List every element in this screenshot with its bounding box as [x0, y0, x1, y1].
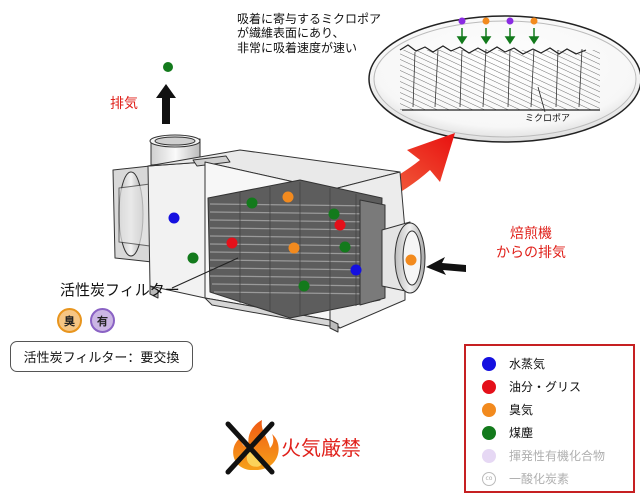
lavender-dot-icon: [482, 448, 496, 463]
legend-label: 一酸化炭素: [509, 472, 570, 486]
caption-line-1: 吸着に寄与するミクロポア: [237, 12, 382, 26]
organic-compound-badge: 有: [90, 308, 115, 333]
caption-line-2: が繊維表面にあり、: [237, 26, 345, 41]
green-dot-icon: [482, 425, 496, 440]
legend-label: 揮発性有機化合物: [509, 449, 606, 463]
legend-label: 臭気: [509, 403, 534, 417]
legend-item-odor: 臭気: [482, 398, 633, 421]
legend-item-water-vapor: 水蒸気: [482, 352, 633, 375]
legend-item-soot: 煤塵: [482, 421, 633, 444]
exhaust-arrow: [156, 62, 176, 124]
odor-badge: 臭: [57, 308, 82, 333]
intake-arrow: [426, 257, 466, 275]
magnified-view: [368, 15, 640, 143]
micropore-label: ミクロポア: [525, 114, 571, 124]
contaminant-dots: [168, 191, 417, 292]
fire-prohibited-label: 火気厳禁: [281, 436, 361, 460]
legend-item-voc: 揮発性有機化合物: [482, 444, 633, 467]
caption-line-3: 非常に吸着速度が速い: [237, 40, 358, 55]
exhaust-label: 排気: [110, 96, 138, 112]
red-dot-icon: [482, 379, 496, 394]
adsorbing-molecules: [456, 17, 540, 45]
intake-label-line-1: 焙煎機: [510, 226, 552, 242]
intake-label: 焙煎機 からの排気: [496, 225, 566, 263]
filter-label: 活性炭フィルター: [60, 281, 180, 299]
legend-label: 煤塵: [509, 426, 534, 440]
co-dot-icon: co: [482, 471, 496, 486]
legend-label: 水蒸気: [509, 357, 546, 371]
filter-housing: [112, 134, 426, 333]
legend-item-oil-grease: 油分・グリス: [482, 375, 633, 398]
intake-label-line-2: からの排気: [496, 244, 566, 261]
legend-item-carbon-monoxide: co 一酸化炭素: [482, 467, 633, 490]
blue-dot-icon: [482, 356, 496, 371]
filter-pointer-line: [171, 257, 239, 289]
no-fire-icon: [225, 420, 279, 475]
orange-dot-icon: [482, 402, 496, 417]
legend-label: 油分・グリス: [509, 380, 582, 394]
replace-note: 活性炭フィルター：要交換: [10, 341, 193, 372]
legend: 水蒸気 油分・グリス 臭気 煤塵 揮発性有機化合物 co 一酸化炭素: [464, 344, 635, 493]
micropore-caption: 吸着に寄与するミクロポア が繊維表面にあり、 非常に吸着速度が速い: [237, 12, 381, 55]
